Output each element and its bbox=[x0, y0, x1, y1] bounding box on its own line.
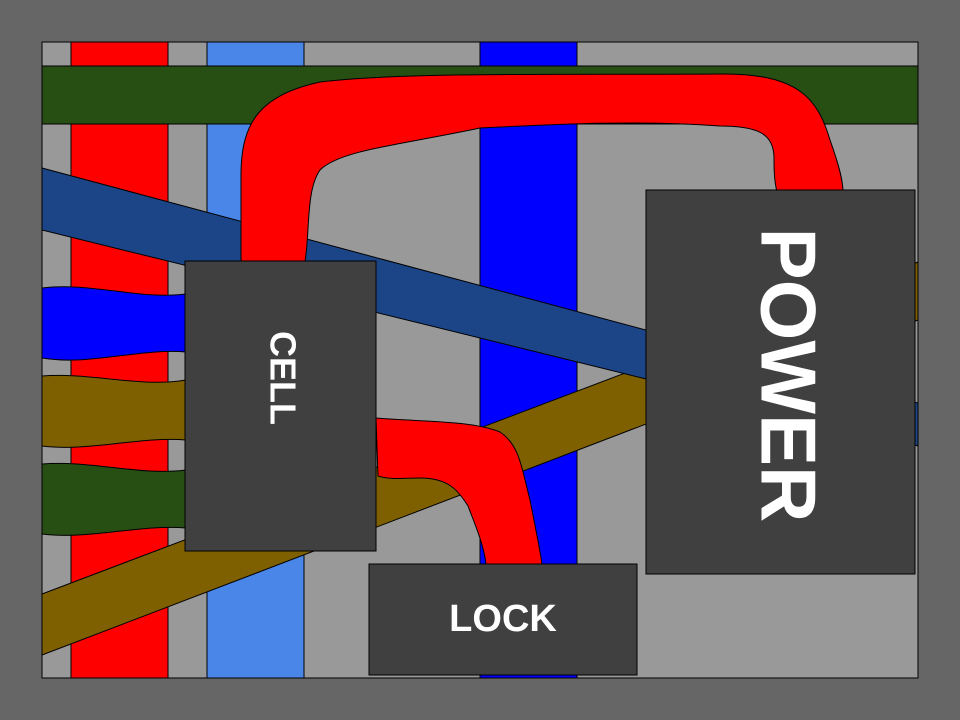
lock-component[interactable]: LOCK bbox=[368, 563, 638, 676]
wire-green-stub[interactable] bbox=[41, 462, 187, 536]
wire-olive-stub[interactable] bbox=[41, 374, 187, 448]
power-component[interactable]: POWER bbox=[645, 189, 916, 575]
cell-component[interactable]: CELL bbox=[184, 260, 377, 552]
cell-label: CELL bbox=[262, 331, 303, 425]
wire-blue-stub[interactable] bbox=[41, 286, 187, 361]
power-label: POWER bbox=[744, 228, 832, 523]
wire-red-lock[interactable] bbox=[375, 417, 543, 565]
components-layer: CELL POWER LOCK bbox=[184, 189, 916, 676]
lock-label: LOCK bbox=[449, 598, 557, 640]
